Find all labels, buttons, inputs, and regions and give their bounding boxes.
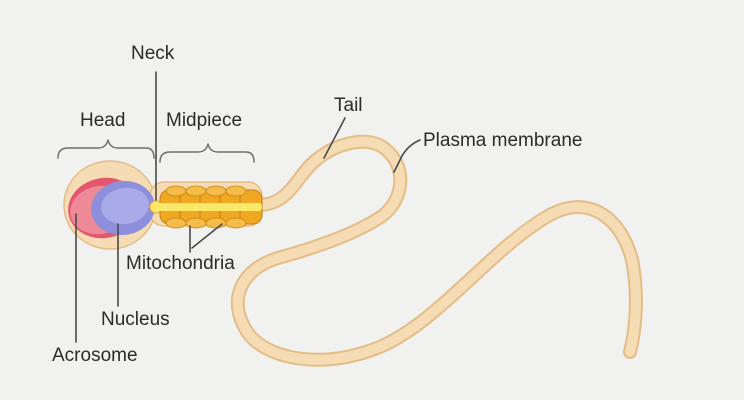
label-tail: Tail <box>334 96 363 115</box>
head-bracket <box>58 140 154 158</box>
label-neck: Neck <box>131 44 174 63</box>
label-midpiece: Midpiece <box>166 111 242 130</box>
midpiece-bracket <box>160 144 254 162</box>
label-head: Head <box>80 111 125 130</box>
label-mitochondria: Mitochondria <box>126 254 235 273</box>
label-acrosome: Acrosome <box>52 346 138 365</box>
tail <box>238 142 636 360</box>
label-plasma-membrane: Plasma membrane <box>423 131 582 150</box>
axial-core <box>156 203 262 211</box>
label-nucleus: Nucleus <box>101 310 170 329</box>
